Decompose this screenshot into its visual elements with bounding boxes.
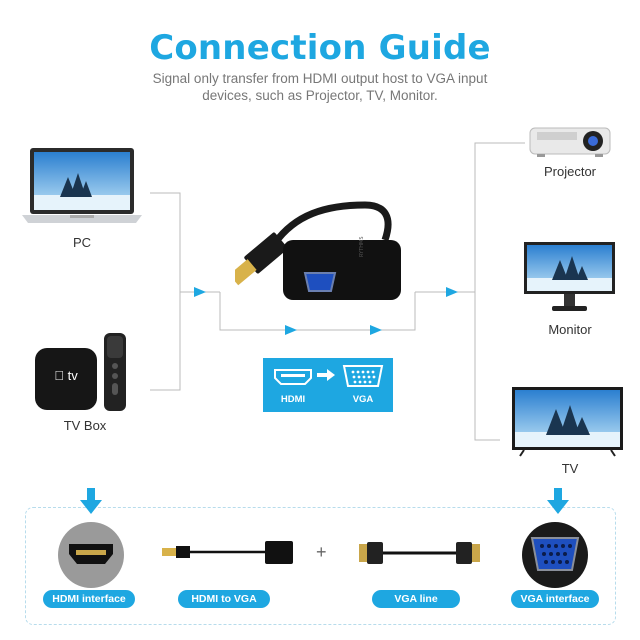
arrow-right-icon <box>446 287 458 297</box>
monitor-icon <box>524 242 615 311</box>
arrow-right-icon <box>194 287 206 297</box>
arrow-down-icon <box>80 488 102 514</box>
flow-from-label: HDMI <box>280 394 306 405</box>
monitor-label: Monitor <box>548 322 592 337</box>
hdmi-to-vga-cable-icon <box>162 541 293 564</box>
hdmi-to-vga-badge: HDMI to VGA <box>178 590 270 608</box>
vga-interface-badge: VGA interface <box>511 590 599 608</box>
vga-interface-image <box>522 522 588 588</box>
tv-box-label: TV Box <box>63 418 107 433</box>
subtitle-line-1: Signal only transfer from HDMI output ho… <box>152 71 488 86</box>
flow-to-label: VGA <box>352 394 374 405</box>
hdmi-interface-badge: HDMI interface <box>43 590 135 608</box>
vga-port-icon <box>342 365 384 387</box>
vga-port-icon <box>530 537 580 571</box>
subtitle-line-2: devices, such as Projector, TV, Monitor. <box>202 88 438 103</box>
hdmi-port-icon <box>69 544 113 564</box>
vga-cable-icon <box>359 542 480 564</box>
arrow-right-icon <box>317 369 335 381</box>
projector-icon <box>529 127 611 157</box>
vga-line-badge: VGA line <box>372 590 460 608</box>
page-title: Connection Guide <box>149 28 491 68</box>
tv-label: TV <box>561 461 579 476</box>
page-subtitle: Signal only transfer from HDMI output ho… <box>100 70 540 104</box>
components-panel <box>25 507 616 625</box>
arrow-right-icon <box>370 325 382 335</box>
source-bracket <box>150 192 181 391</box>
projector-label: Projector <box>543 164 597 179</box>
arrow-right-icon <box>285 325 297 335</box>
pc-label: PC <box>72 235 92 250</box>
tv-box-icon:  tv <box>35 348 97 410</box>
apple-tv-logo-text:  tv <box>54 368 78 383</box>
tv-icon <box>512 387 623 457</box>
plus-sign: + <box>316 542 327 562</box>
hdmi-vga-adapter-icon: RYTHMS <box>235 201 401 300</box>
remote-icon <box>104 333 126 411</box>
hdmi-port-icon <box>274 369 312 385</box>
hdmi-to-vga-flow-box: HDMI VGA <box>263 358 393 412</box>
laptop-icon <box>22 148 142 223</box>
hdmi-interface-image <box>58 522 124 588</box>
adapter-bottom-line <box>219 292 416 331</box>
output-bracket <box>474 142 525 441</box>
svg-text:RYTHMS: RYTHMS <box>359 236 365 257</box>
arrow-down-icon <box>547 488 569 514</box>
